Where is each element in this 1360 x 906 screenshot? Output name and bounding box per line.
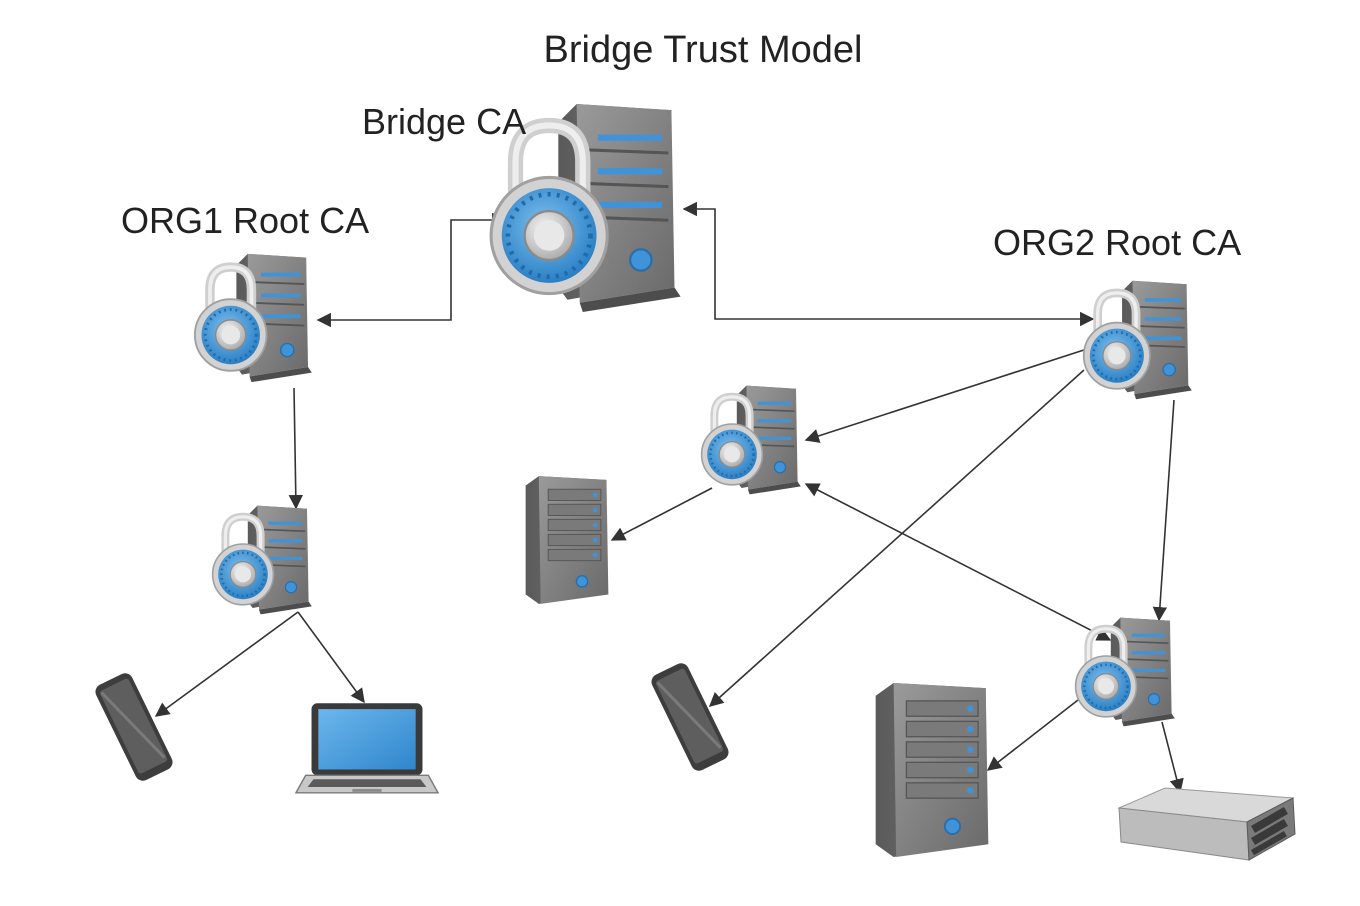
org1-laptop-node [295, 702, 439, 794]
edge-org2-sub-ca-2-to-org2-server-2 [986, 699, 1079, 771]
edge-org1-root-ca-to-org1-sub-ca [288, 387, 303, 510]
org1-sub-ca-node [213, 506, 312, 615]
org2-server-1-node [524, 475, 610, 605]
org2-sub-ca-2-node [1076, 618, 1175, 727]
org2-sub-ca-1-node [702, 386, 801, 495]
org2-phone-node [647, 662, 733, 772]
org2-root-ca-node [1084, 281, 1192, 400]
edge-org2-sub-ca-1-to-org2-sub-ca-2 [804, 483, 1112, 641]
org2-server-2-node [874, 681, 990, 859]
org1-root-ca-node [195, 254, 312, 382]
org2-rack-server-node [1118, 787, 1296, 861]
diagram-title: Bridge Trust Model [543, 29, 863, 71]
edge-org1-sub-ca-to-org1-laptop [297, 611, 365, 704]
edge-org2-root-ca-to-org2-sub-ca-1 [804, 347, 1091, 443]
edge-bridge-ca-to-org2-root-ca [682, 201, 1095, 327]
edge-org2-root-ca-to-org2-sub-ca-2 [1152, 399, 1175, 622]
org2-root-ca-label: ORG2 Root CA [993, 222, 1242, 263]
edge-org2-sub-ca-1-to-org2-server-1 [610, 487, 713, 541]
edge-org2-sub-ca-2-to-org2-rack-server [1161, 721, 1184, 794]
org1-root-ca-label: ORG1 Root CA [121, 200, 370, 241]
org1-phone-node [91, 672, 177, 782]
edge-bridge-ca-to-org1-root-ca [316, 212, 507, 328]
edge-org1-sub-ca-to-org1-phone [154, 611, 299, 717]
bridge-ca-label: Bridge CA [362, 101, 527, 142]
edges-layer [154, 201, 1184, 794]
